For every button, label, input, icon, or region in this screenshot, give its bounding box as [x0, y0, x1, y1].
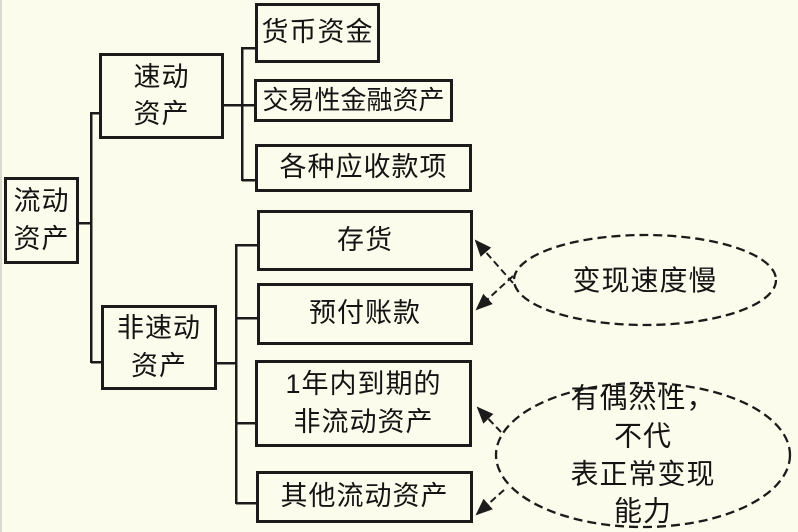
node-trading-financial-assets-label: 交易性金融资产 — [262, 84, 445, 115]
node-non-quick-assets: 非速动 资产 — [101, 305, 217, 390]
node-inventory-label: 存货 — [337, 224, 393, 255]
annotation-slow-liquidation: 变现速度慢 — [572, 265, 718, 297]
node-inventory: 存货 — [257, 210, 473, 271]
node-receivables-label: 各种应收款项 — [279, 152, 448, 183]
node-noncurrent-due-within-1y-label: 1年内到期的 非流动资产 — [285, 369, 442, 437]
arrow-to-other-current — [475, 489, 505, 516]
node-receivables: 各种应收款项 — [255, 144, 472, 192]
node-non-quick-assets-label: 非速动 资产 — [117, 313, 201, 381]
node-other-current-assets-label: 其他流动资产 — [280, 481, 449, 512]
left-edge-line — [0, 0, 2, 532]
arrow-to-noncurrent-due — [476, 406, 502, 433]
node-noncurrent-due-within-1y: 1年内到期的 非流动资产 — [255, 360, 472, 447]
node-current-assets-label: 流动 资产 — [13, 186, 70, 254]
node-monetary-funds: 货币资金 — [255, 3, 380, 63]
tree-nonquick-connectors — [214, 243, 258, 505]
ellipse-slow-liquidation-outline — [512, 233, 778, 327]
annotation-arrows — [474, 239, 514, 516]
node-prepayments: 预付账款 — [257, 283, 473, 345]
arrow-to-inventory — [474, 239, 514, 284]
node-quick-assets-label: 速动 资产 — [133, 61, 190, 129]
node-trading-financial-assets: 交易性金融资产 — [254, 79, 453, 122]
node-other-current-assets: 其他流动资产 — [256, 471, 473, 523]
node-prepayments-label: 预付账款 — [309, 298, 421, 329]
arrow-to-prepayments — [475, 275, 514, 311]
node-current-assets: 流动 资产 — [4, 177, 79, 264]
node-quick-assets: 速动 资产 — [99, 53, 224, 139]
ellipse-incidental-outline — [494, 381, 792, 529]
tree-quick-connectors — [221, 46, 256, 182]
annotation-incidental: 有偶然性，不代 表正常变现能力 — [570, 382, 716, 527]
tree-root-connectors — [79, 111, 102, 364]
node-monetary-funds-label: 货币资金 — [261, 17, 374, 48]
